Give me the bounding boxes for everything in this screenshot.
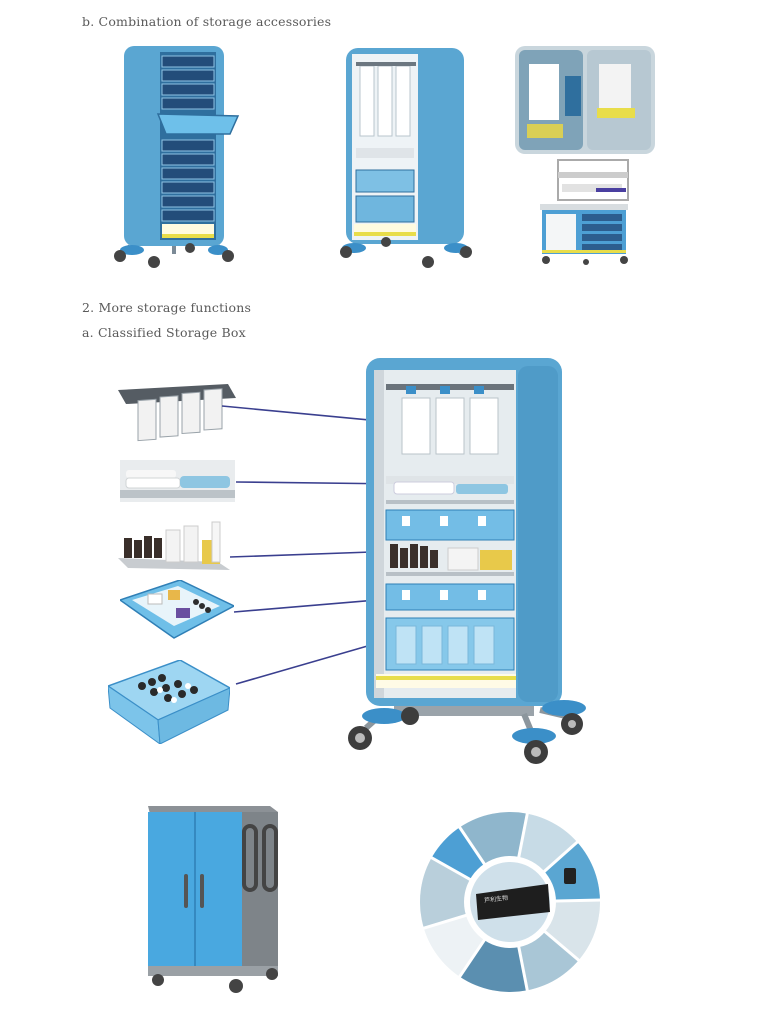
bottle-divider-accessory-image (118, 518, 230, 572)
section-heading-more-functions: 2. More storage functions (82, 300, 252, 315)
drawer-cabinet-image (110, 42, 245, 270)
medicine-tray-accessory-image (120, 580, 234, 640)
workstation-cart-image (532, 158, 638, 270)
two-door-cabinet-image (140, 800, 290, 1000)
circular-detail-collage (418, 810, 602, 994)
lock-icon (564, 868, 576, 884)
door-handle-icon (242, 824, 258, 892)
section-heading-combination: b. Combination of storage accessories (82, 14, 332, 29)
classified-storage-cabinet-image (344, 356, 594, 772)
cabinet-photo-collage (515, 46, 655, 154)
vial-basket-accessory-image (108, 660, 230, 744)
section-heading-classified-box: a. Classified Storage Box (82, 325, 246, 340)
hanging-rail-accessory-image (118, 376, 238, 448)
linen-shelf-accessory-image (120, 460, 235, 502)
hanging-storage-cabinet-image (336, 44, 481, 272)
